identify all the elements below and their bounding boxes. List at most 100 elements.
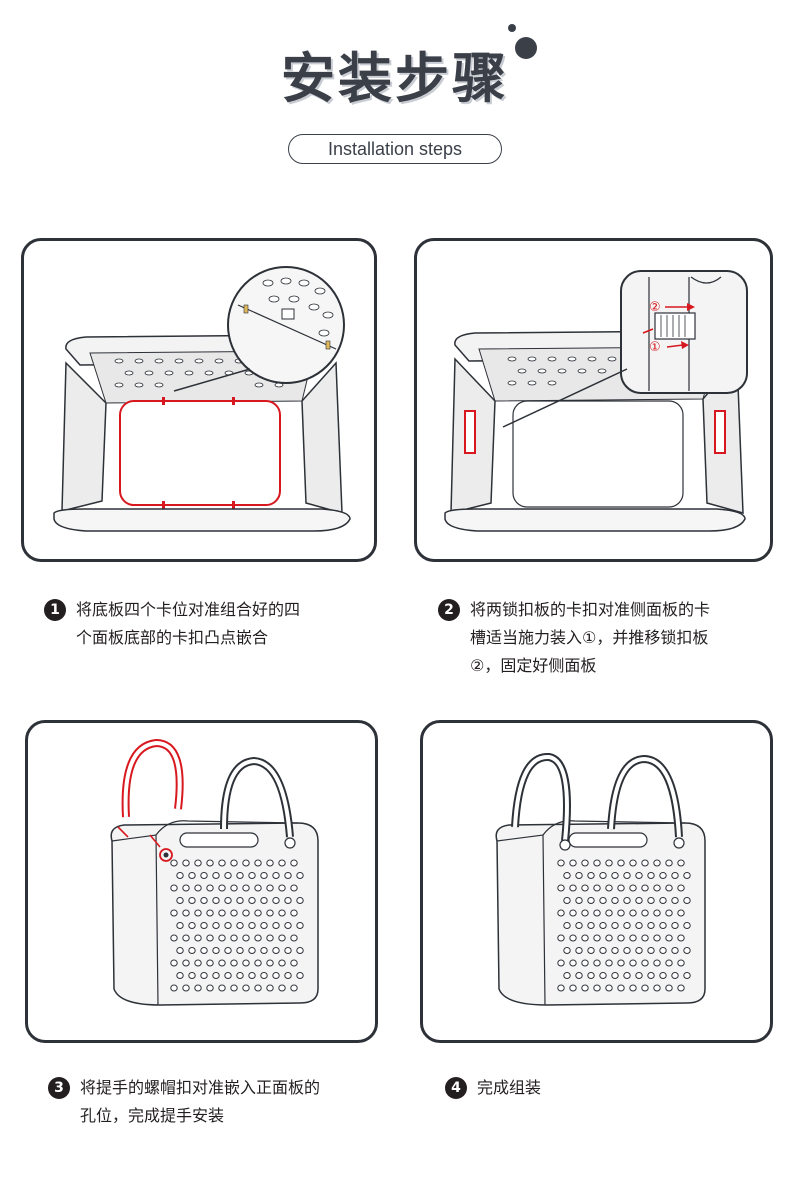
decor-dot-large (515, 37, 537, 59)
panel-hole (260, 897, 268, 904)
page-title: 安装步骤 (281, 47, 509, 110)
panel-hole (266, 909, 274, 917)
step-2-badge: 2 (438, 599, 460, 621)
panel-hole (254, 934, 262, 942)
panel-hole (260, 872, 268, 879)
panel-hole (557, 884, 565, 892)
panel-hole (176, 947, 184, 954)
step-1-illustration (21, 238, 377, 562)
panel-hole (188, 922, 196, 929)
panel-hole (647, 897, 655, 904)
panel-hole (683, 897, 691, 904)
panel-hole (593, 884, 601, 892)
step-3-badge: 3 (48, 1077, 70, 1099)
panel-hole (212, 922, 220, 929)
panel-hole (206, 934, 214, 942)
panel-hole (665, 984, 673, 992)
panel-hole (254, 884, 262, 892)
panel-hole (599, 872, 607, 879)
panel-hole (599, 947, 607, 954)
panel-hole (242, 859, 250, 867)
panel-hole (641, 909, 649, 917)
panel-hole (671, 972, 679, 979)
panel-hole (230, 934, 238, 942)
panel-hole (635, 897, 643, 904)
callout-marker-2: ② (649, 300, 661, 315)
panel-hole (659, 872, 667, 879)
panel-hole (629, 859, 637, 867)
panel-hole (587, 872, 595, 879)
panel-hole (248, 897, 256, 904)
panel-hole (266, 959, 274, 967)
decor-dot-small (508, 24, 516, 32)
panel-hole (206, 909, 214, 917)
panel-hole (623, 872, 631, 879)
panel-hole (593, 859, 601, 867)
panel-hole (230, 859, 238, 867)
panel-hole (611, 897, 619, 904)
panel-hole (677, 884, 685, 892)
panel-hole (569, 959, 577, 967)
panel-hole (623, 947, 631, 954)
panel-hole (224, 972, 232, 979)
panel-hole (677, 909, 685, 917)
panel-hole (206, 884, 214, 892)
panel-hole (629, 884, 637, 892)
panel-hole (182, 909, 190, 917)
panel-hole (575, 972, 583, 979)
panel-hole (248, 947, 256, 954)
panel-hole (587, 897, 595, 904)
panel-hole (653, 959, 661, 967)
panel-hole (182, 984, 190, 992)
panel-hole (563, 872, 571, 879)
panel-hole (647, 922, 655, 929)
panel-hole (659, 922, 667, 929)
panel-hole (212, 947, 220, 954)
panel-hole (266, 859, 274, 867)
panel-hole (170, 959, 178, 967)
panel-hole (242, 959, 250, 967)
step-2-instruction: 2 将两锁扣板的卡扣对准侧面板的卡 槽适当施力装入①，并推移锁扣板 ②，固定好侧… (438, 596, 758, 686)
panel-hole (290, 959, 298, 967)
step-2-illustration: ② ① (414, 238, 773, 562)
panel-hole (563, 972, 571, 979)
panel-hole (194, 934, 202, 942)
panel-hole (272, 947, 280, 954)
panel-hole (236, 972, 244, 979)
panel-hole (248, 972, 256, 979)
panel-hole (617, 959, 625, 967)
panel-hole (194, 859, 202, 867)
panel-hole (206, 959, 214, 967)
panel-hole (242, 934, 250, 942)
step-2-line-1: 将两锁扣板的卡扣对准侧面板的卡 (470, 600, 711, 619)
panel-hole (617, 984, 625, 992)
step-1-instruction: 1 将底板四个卡位对准组合好的四 个面板底部的卡扣凸点嵌合 (44, 596, 364, 656)
panel-hole (557, 859, 565, 867)
panel-hole (569, 884, 577, 892)
panel-hole (581, 909, 589, 917)
panel-hole (284, 872, 292, 879)
panel-hole (659, 972, 667, 979)
panel-hole (563, 922, 571, 929)
panel-hole (278, 984, 286, 992)
panel-hole (647, 972, 655, 979)
panel-hole (653, 909, 661, 917)
panel-hole (290, 984, 298, 992)
panel-hole (557, 984, 565, 992)
panel-hole (290, 909, 298, 917)
panel-hole (635, 922, 643, 929)
panel-hole (236, 897, 244, 904)
panel-hole (635, 947, 643, 954)
panel-hole (587, 972, 595, 979)
panel-hole (623, 897, 631, 904)
panel-hole (593, 984, 601, 992)
panel-hole (641, 934, 649, 942)
panel-hole (254, 859, 262, 867)
panel-hole (254, 984, 262, 992)
panel-hole (605, 984, 613, 992)
panel-hole (272, 972, 280, 979)
panel-hole (176, 922, 184, 929)
panel-hole (581, 934, 589, 942)
panel-hole (170, 884, 178, 892)
step-4-badge: 4 (445, 1077, 467, 1099)
